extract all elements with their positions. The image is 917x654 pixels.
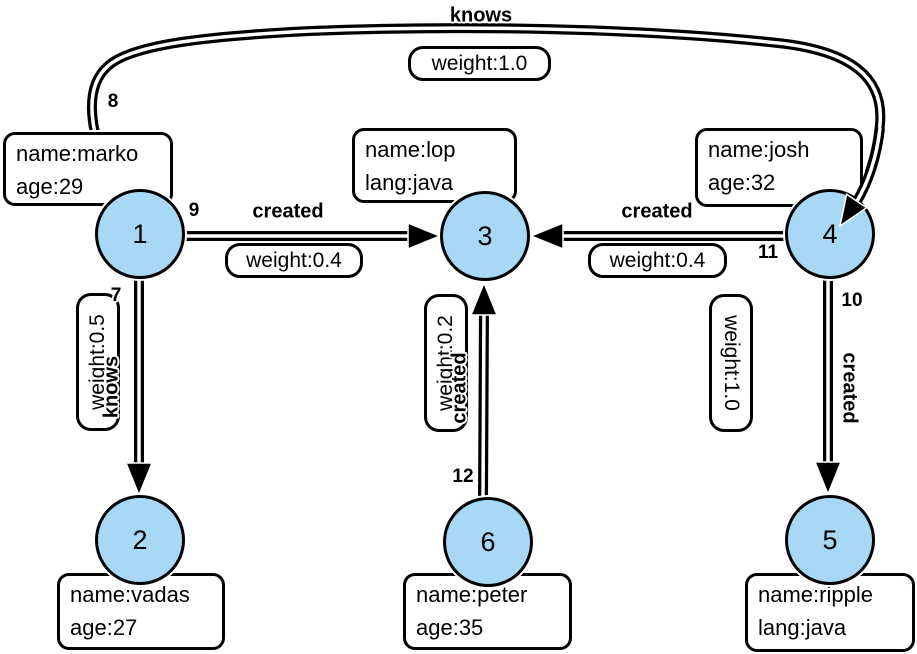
edge-11-arrowhead xyxy=(529,221,564,251)
vertex-6-prop-name: name:peter xyxy=(416,582,528,607)
edge-7-arrowhead xyxy=(124,462,154,497)
vertex-4-circle: 4 xyxy=(785,189,875,279)
edge-7-label: knows xyxy=(100,355,123,419)
vertex-5-id: 5 xyxy=(822,524,838,555)
edge-12-line-core xyxy=(481,309,486,501)
edge-9-id: 9 xyxy=(188,200,200,221)
vertex-4-prop-name: name:josh xyxy=(708,137,810,162)
edge-8-tail xyxy=(852,127,885,204)
edge-8-weight-box: weight:1.0 xyxy=(408,46,551,81)
edge-9-label: created xyxy=(252,200,324,223)
edge-12-id: 12 xyxy=(452,466,474,487)
edge-8-tail-core xyxy=(855,127,882,202)
vertex-5-prop-lang: lang:java xyxy=(758,615,847,640)
vertex-3-id: 3 xyxy=(477,220,493,251)
vertex-4-id: 4 xyxy=(822,218,838,249)
vertex-4-prop-age: age:32 xyxy=(708,170,776,195)
vertex-1-prop-name: name:marko xyxy=(16,141,139,166)
vertex-5-prop-name: name:ripple xyxy=(758,582,873,607)
vertex-5-circle: 5 xyxy=(785,495,875,585)
edge-11-weight-box: weight:0.4 xyxy=(588,243,727,278)
edge-8-arrowhead xyxy=(838,193,868,228)
edge-9-arrowhead xyxy=(407,221,442,251)
vertex-6-id: 6 xyxy=(480,526,496,557)
edge-10-label: created xyxy=(838,352,861,424)
vertex-1-id: 1 xyxy=(132,218,148,249)
vertex-1-circle: 1 xyxy=(95,189,185,279)
edge-8-label: knows xyxy=(449,4,513,27)
vertex-2-id: 2 xyxy=(132,524,148,555)
edge-8-id: 8 xyxy=(107,91,119,112)
edge-10-arrowhead xyxy=(813,461,843,496)
edge-10-id: 10 xyxy=(841,290,863,311)
vertex-1-prop-age: age:29 xyxy=(16,174,84,199)
vertex-2-circle: 2 xyxy=(95,495,185,585)
vertex-3-circle: 3 xyxy=(440,191,530,281)
edge-7-id: 7 xyxy=(110,285,122,306)
vertex-3-prop-name: name:lop xyxy=(365,137,456,162)
vertex-2-prop-age: age:27 xyxy=(70,615,138,640)
edge-8-arc-core xyxy=(90,26,883,207)
vertex-6-prop-age: age:35 xyxy=(416,615,484,640)
edge-9-weight-box: weight:0.4 xyxy=(225,243,363,278)
edge-12-label: created xyxy=(448,352,471,424)
edge-12-arrowhead xyxy=(469,281,499,316)
edge-11-id: 11 xyxy=(757,242,779,263)
vertex-3-prop-lang: lang:java xyxy=(365,170,454,195)
vertex-6-circle: 6 xyxy=(443,497,533,587)
vertex-3-properties-box: name:lop lang:java xyxy=(352,128,517,203)
edge-11-label: created xyxy=(621,200,693,223)
vertex-2-prop-name: name:vadas xyxy=(70,582,190,607)
